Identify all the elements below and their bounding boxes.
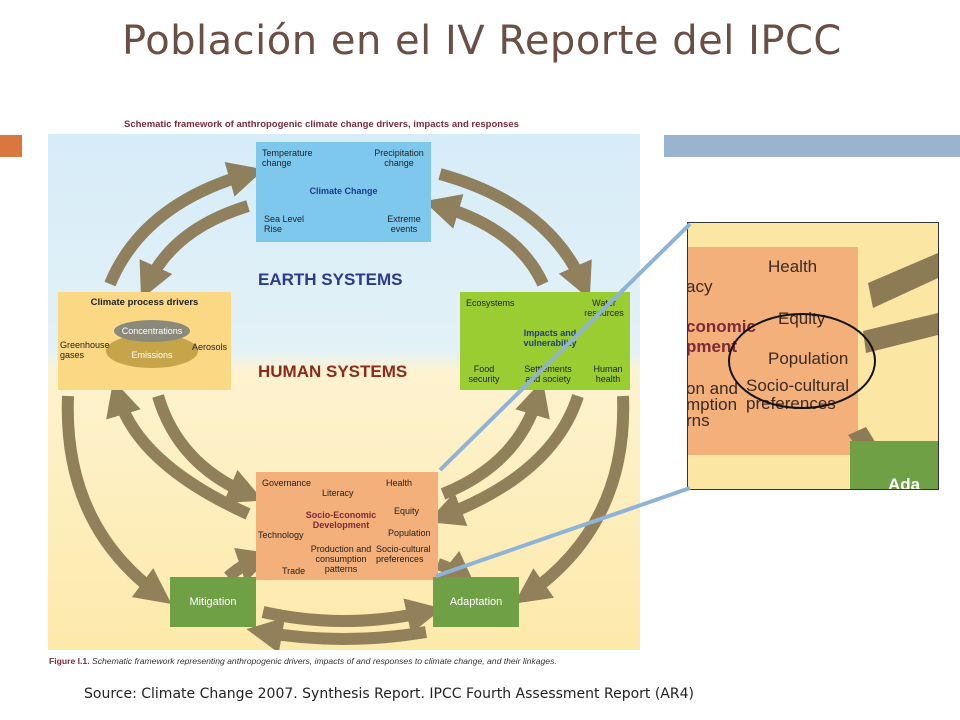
zoom-inset: Health acy Equity conomic pment Populati… xyxy=(687,222,939,490)
caption-text: Schematic framework representing anthrop… xyxy=(89,656,557,666)
climate-process-drivers-box: Climate process drivers Emissions Concen… xyxy=(58,292,231,390)
precipitation-change: Precipitation change xyxy=(374,148,424,168)
arrow-drivers-to-mitigation xyxy=(61,395,172,604)
food-security: Food security xyxy=(468,364,500,384)
trade: Trade xyxy=(282,566,306,576)
arrow-socio-to-adaptation xyxy=(436,550,477,588)
adaptation-label: Adaptation xyxy=(449,596,503,608)
concentrations-label: Concentrations xyxy=(121,326,183,336)
arrow-climate-to-impacts xyxy=(438,168,592,300)
climate-change-title: Climate Change xyxy=(309,186,378,196)
mitigation-label: Mitigation xyxy=(189,596,237,608)
ecosystems: Ecosystems xyxy=(466,298,515,308)
population: Population xyxy=(388,528,431,538)
arrow-drivers-to-climate xyxy=(104,161,265,287)
aerosols: Aerosols xyxy=(192,342,228,352)
arrow-mitigation-to-socio xyxy=(224,548,274,583)
population-highlight-ellipse xyxy=(728,313,876,409)
arrow-mitigation-to-adaptation xyxy=(261,598,443,634)
mitigation-box: Mitigation xyxy=(170,577,256,627)
health: Health xyxy=(386,478,413,488)
drivers-title: Climate process drivers xyxy=(90,297,199,308)
settlements-society: Settlements and society xyxy=(524,364,572,384)
impacts-title: Impacts and vulnerability xyxy=(523,328,577,348)
concentrations-ellipse: Concentrations xyxy=(114,320,190,342)
zoom-fragment-ada: Ada xyxy=(888,475,921,490)
socio-economic-title: Socio-Economic Development xyxy=(305,510,377,530)
zoom-fragment-rns: rns xyxy=(687,411,710,430)
greenhouse-gases: Greenhouse gases xyxy=(60,340,110,360)
zoom-health: Health xyxy=(768,257,818,276)
earth-systems-label: EARTH SYSTEMS xyxy=(258,270,403,289)
socio-economic-box: Governance Literacy Health Equity Socio-… xyxy=(256,472,438,580)
zoom-fragment-conomic: conomic xyxy=(687,317,756,336)
zoom-fragment-acy: acy xyxy=(687,277,713,296)
arrow-impacts-to-adaptation xyxy=(514,395,630,604)
arrow-socio-to-drivers xyxy=(106,379,251,520)
socio-cultural-preferences: Socio-cultural preferences xyxy=(376,544,431,564)
accent-bar-right xyxy=(664,135,960,157)
emissions-label: Emissions xyxy=(131,350,173,360)
zoom-fragment-mption: mption xyxy=(687,395,738,414)
arrow-drivers-to-socio xyxy=(152,394,264,503)
adaptation-box: Adaptation xyxy=(433,577,519,627)
equity: Equity xyxy=(394,506,420,516)
human-systems-label: HUMAN SYSTEMS xyxy=(258,362,408,381)
water-resources: Water resources xyxy=(584,298,624,318)
production-consumption: Production and consumption patterns xyxy=(310,544,372,574)
zoom-fragment-on-and: on and xyxy=(687,379,738,398)
slide-title: Población en el IV Reporte del IPCC xyxy=(122,18,842,64)
extreme-events: Extreme events xyxy=(387,214,421,234)
schematic-figure: EARTH SYSTEMS HUMAN SYSTEMS Temperature … xyxy=(48,134,640,650)
source-citation: Source: Climate Change 2007. Synthesis R… xyxy=(84,686,694,702)
literacy: Literacy xyxy=(322,488,354,498)
human-health: Human health xyxy=(593,364,623,384)
sea-level-rise: Sea Level Rise xyxy=(264,214,305,234)
zoom-arrows xyxy=(848,253,938,489)
temperature-change: Temperature change xyxy=(262,148,313,168)
climate-change-box: Temperature change Precipitation change … xyxy=(256,142,431,242)
arrow-adaptation-to-mitigation xyxy=(246,617,427,650)
arrow-climate-to-drivers xyxy=(139,200,250,300)
impacts-box: Ecosystems Water resources Impacts and v… xyxy=(460,292,630,390)
figure-caption: Figure I.1. Schematic framework represen… xyxy=(49,656,557,666)
technology: Technology xyxy=(258,530,304,540)
zoom-fragment-pment: pment xyxy=(687,337,737,356)
figure-header: Schematic framework of anthropogenic cli… xyxy=(124,119,519,130)
caption-label: Figure I.1. xyxy=(49,656,90,666)
governance: Governance xyxy=(262,478,312,488)
accent-bar-left xyxy=(0,135,22,157)
